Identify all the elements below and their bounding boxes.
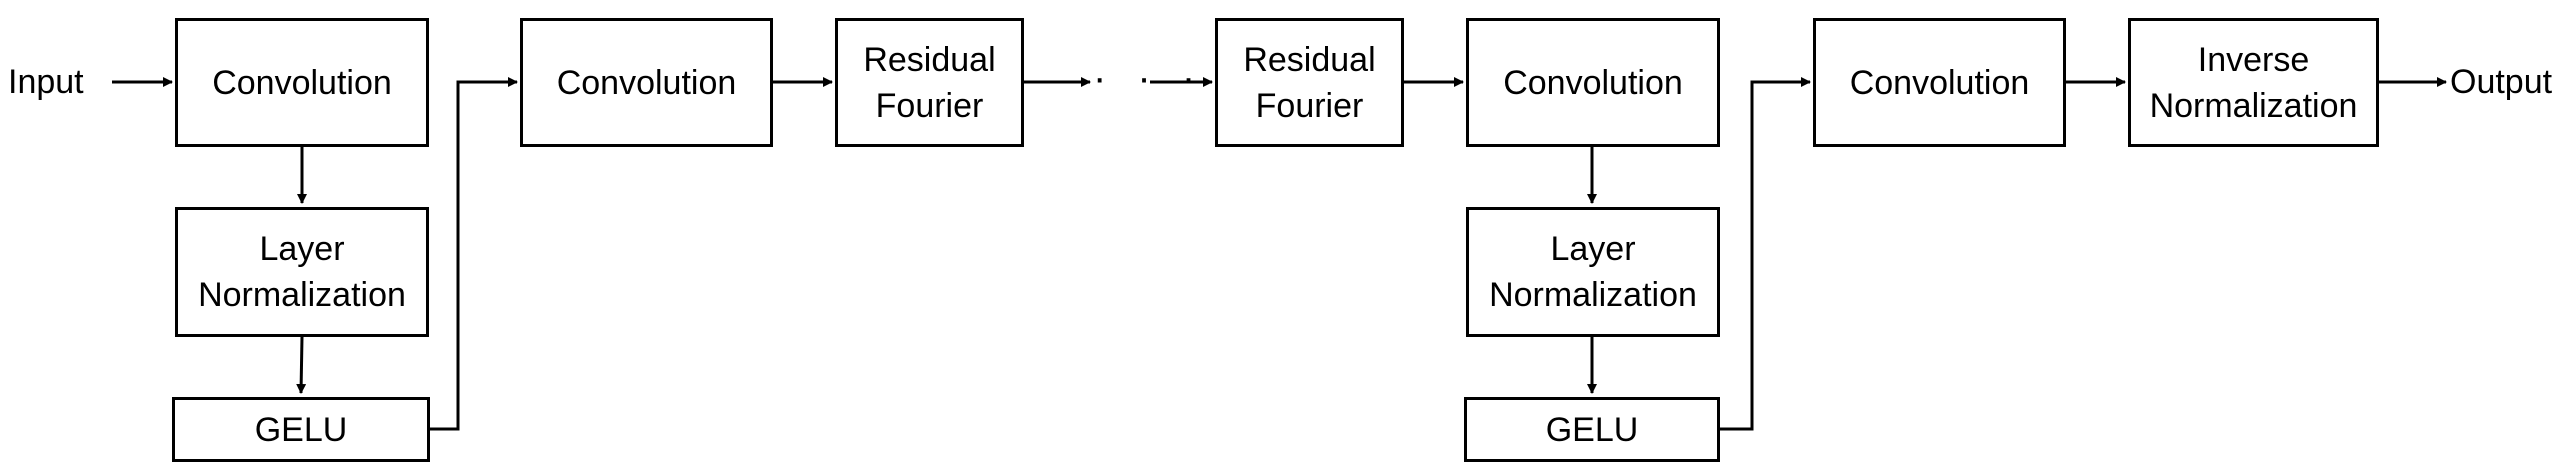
node-label: Residual [863,40,996,79]
node-label: Residual [1243,40,1376,79]
edge-gelu1-conv2 [430,77,518,431]
node-label: Inverse [2197,40,2310,79]
node-label: GELU [1545,410,1639,449]
output-label: Output [2450,63,2553,101]
conv2-node: Convolution [520,18,773,147]
ellipsis: · · · [1093,56,1206,100]
input-label: Input [8,63,84,101]
node-label: Normalization [198,276,406,314]
inverse-norm-node: Inverse Normalization [2128,18,2379,147]
conv3-node: Convolution [1466,18,1720,147]
conv4-node: Convolution [1813,18,2066,147]
node-label: Convolution [1849,63,2030,102]
conv1-node: Convolution [175,18,429,147]
layernorm1-node: Layer Normalization [175,207,429,337]
node-label: GELU [254,410,348,449]
node-label: Convolution [1503,63,1683,102]
layernorm2-node: Layer Normalization [1466,207,1720,337]
node-label: Layer [1550,230,1636,268]
gelu1-node: GELU [172,397,430,462]
node-label: Convolution [212,63,392,102]
node-label: Fourier [1255,86,1364,125]
node-label: Normalization [2149,86,2358,125]
gelu2-node: GELU [1464,397,1720,462]
node-label: Layer [259,230,345,268]
node-label: Normalization [1489,276,1697,314]
edge-gelu2-conv4 [1720,77,1811,431]
node-label: Convolution [556,63,737,102]
node-label: Fourier [875,86,984,125]
residual2-node: Residual Fourier [1215,18,1404,147]
edge-layernorm1-gelu1 [296,336,307,394]
residual1-node: Residual Fourier [835,18,1024,147]
